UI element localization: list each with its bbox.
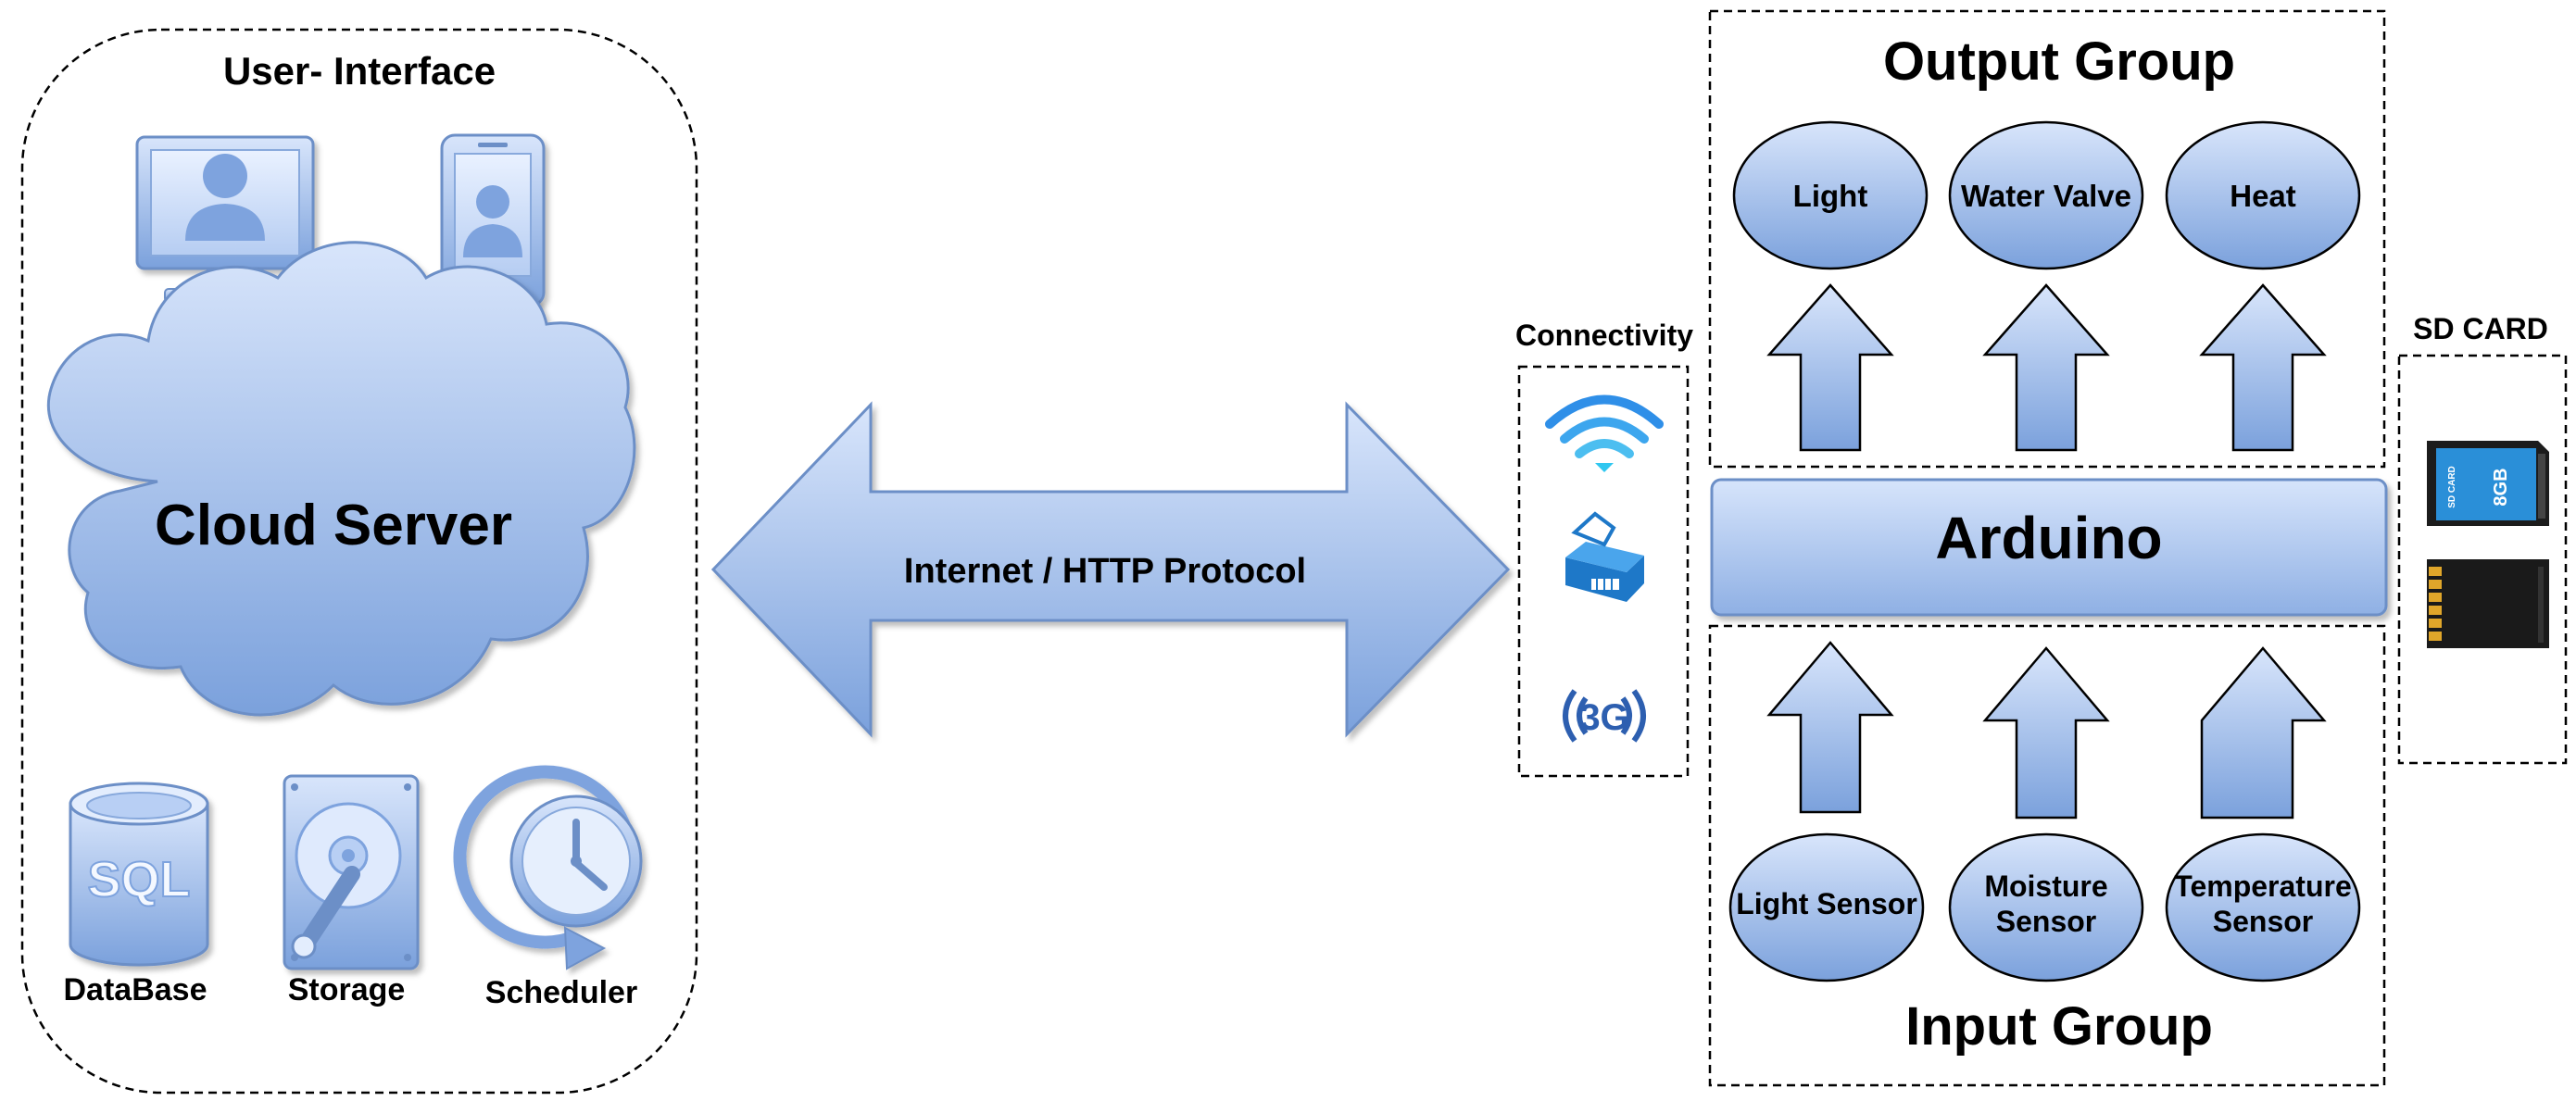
input-item-label: Temperature xyxy=(2174,870,2351,903)
sd-card-brand: SD CARD xyxy=(2447,466,2457,508)
up-arrow xyxy=(2200,646,2327,819)
three-g-text: 3G xyxy=(1579,697,1628,738)
output-item-light: Light xyxy=(1732,120,1929,270)
hard-drive-icon xyxy=(283,774,420,970)
sd-card-front-icon: 8GB SD CARD xyxy=(2427,441,2549,526)
database-sql-icon: SQL xyxy=(69,782,209,967)
storage-label: Storage xyxy=(288,972,406,1007)
up-arrow xyxy=(1766,283,1894,452)
input-item-temperature-sensor: Temperature Sensor xyxy=(2165,832,2361,982)
input-item-light-sensor: Light Sensor xyxy=(1728,832,1925,982)
cloud-panel: User- Interface Cloud Server xyxy=(20,28,698,1095)
double-arrow xyxy=(710,401,1511,738)
output-item-label: Heat xyxy=(2230,179,2296,213)
input-item-label: Sensor xyxy=(1996,905,2096,938)
output-item-label: Water Valve xyxy=(1961,179,2131,213)
cellular-3g-icon: 3G xyxy=(1563,689,1646,743)
sd-card-title: SD CARD xyxy=(2413,312,2548,345)
ethernet-icon xyxy=(1565,511,1644,602)
input-group-border xyxy=(1708,624,2386,1087)
sql-text: SQL xyxy=(87,852,190,907)
output-item-label: Light xyxy=(1793,179,1868,213)
up-arrow xyxy=(2199,283,2327,452)
output-item-water-valve: Water Valve xyxy=(1948,120,2144,270)
internet-link-label: Internet / HTTP Protocol xyxy=(904,552,1306,591)
sd-card-border xyxy=(2397,354,2568,765)
input-item-label: Sensor xyxy=(2213,905,2313,938)
connectivity-panel: Connectivity 3G xyxy=(1515,319,1693,778)
output-group-title: Output Group xyxy=(1883,31,2235,92)
phone-user-icon xyxy=(440,133,546,307)
input-item-label: Moisture xyxy=(1984,870,2107,903)
internet-link: Internet / HTTP Protocol xyxy=(710,401,1511,738)
cloud-server-shape xyxy=(46,241,636,717)
up-arrow xyxy=(1982,283,2110,452)
connectivity-title: Connectivity xyxy=(1515,319,1693,352)
input-group: Light Sensor Moisture Sensor Temperature… xyxy=(1708,624,2386,1087)
scheduler-label: Scheduler xyxy=(485,975,637,1010)
cloud-server-label: Cloud Server xyxy=(155,494,512,557)
output-group-border xyxy=(1708,9,2386,469)
input-item-moisture-sensor: Moisture Sensor xyxy=(1948,832,2144,982)
cloud-panel-title: User- Interface xyxy=(223,49,496,93)
arduino-bar xyxy=(1710,478,2388,617)
sd-card-panel: SD CARD 8GB SD CARD xyxy=(2397,312,2568,765)
output-group: Output Group Light Water Valve Heat xyxy=(1708,9,2386,469)
arduino-controller: Arduino xyxy=(1710,478,2388,617)
input-group-title: Input Group xyxy=(1905,996,2213,1057)
clock-scheduler-icon xyxy=(453,765,643,970)
database-label: DataBase xyxy=(64,972,207,1007)
connectivity-border xyxy=(1517,365,1690,778)
wifi-icon xyxy=(1545,394,1664,472)
up-arrow xyxy=(1766,641,1894,814)
sd-card-back-icon xyxy=(2427,559,2549,648)
arduino-label: Arduino xyxy=(1935,505,2162,571)
output-item-heat: Heat xyxy=(2165,120,2361,270)
sd-card-capacity: 8GB xyxy=(2491,468,2511,506)
cloud-panel-border xyxy=(20,28,698,1095)
input-item-label: Light Sensor xyxy=(1736,887,1917,920)
up-arrow xyxy=(1982,646,2110,819)
